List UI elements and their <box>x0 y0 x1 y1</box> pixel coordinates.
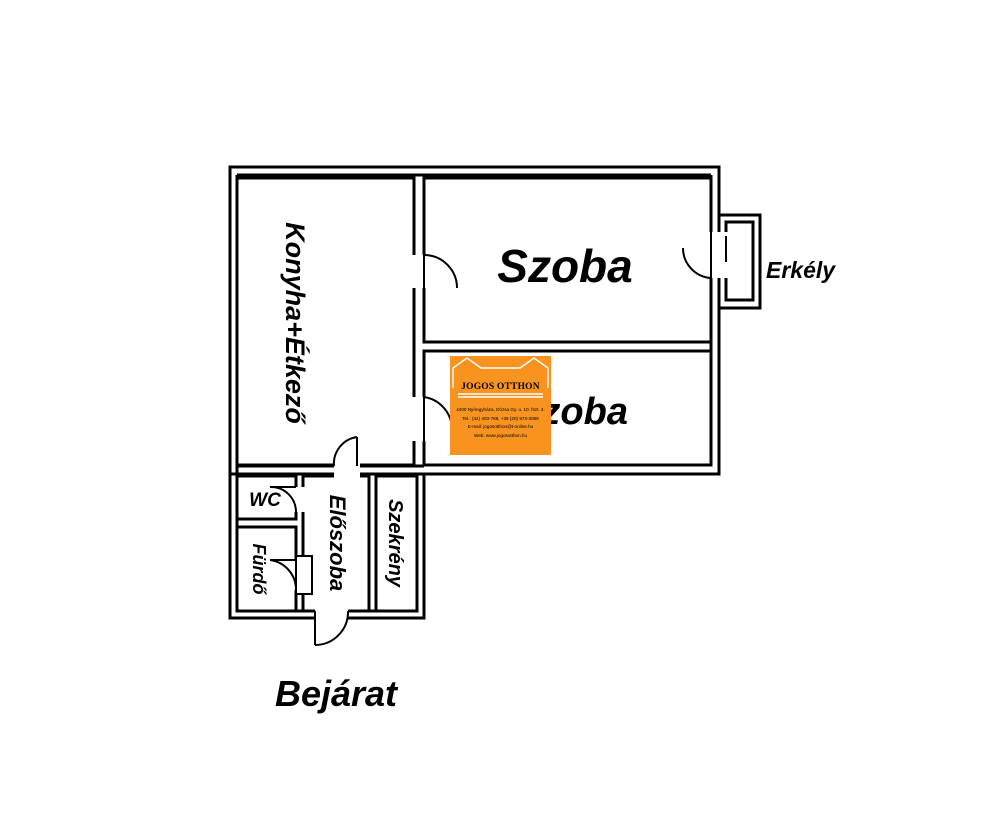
door-gap-entrance <box>315 608 348 620</box>
door-gap-kitchen-room1 <box>412 255 426 288</box>
door-swing-room2 <box>423 396 454 441</box>
door-swing-hall <box>332 436 358 467</box>
label-erkely: Erkély <box>766 257 836 283</box>
door-swing-room1 <box>423 254 458 289</box>
balcony-inner <box>724 220 755 302</box>
door-gap-kitchen-room2 <box>412 397 426 441</box>
outer-wall-main <box>228 165 721 476</box>
label-konyha: Konyha+Étkező <box>280 222 311 425</box>
wardrobe-wall <box>374 474 419 613</box>
logo-phone: Tel.: (42) 403-789, +36 (20) 973-3069 <box>462 415 539 421</box>
logo-email: E-mail: jogosotthon@t-online.hu <box>467 424 534 430</box>
kitchen-wall <box>235 176 416 467</box>
logo-address: 4400 Nyíregyháza, Dózsa Gy. u. 10. fszt.… <box>456 407 545 412</box>
door-gap-hall-top <box>334 463 360 479</box>
door-leaf-bath <box>295 555 313 595</box>
door-gap-wc <box>294 487 305 512</box>
label-szekreny: Szekrény <box>384 499 406 588</box>
label-bejarat: Bejárat <box>275 673 399 714</box>
house-outline-icon <box>452 357 549 398</box>
logo-title: JOGOS OTTHON <box>461 382 540 392</box>
door-swing-room1-balcony <box>681 232 712 279</box>
door-swing-bath <box>269 559 298 591</box>
logo-contact: 4400 Nyíregyháza, Dózsa Gy. u. 10. fszt.… <box>452 406 549 440</box>
label-szoba-1: Szoba <box>497 240 632 292</box>
label-eloszoba: Előszoba <box>325 495 350 592</box>
label-furdo: Fürdő <box>249 544 269 596</box>
logo-web: Web: www.jogosotthon.hu <box>473 432 528 438</box>
agency-logo: JOGOS OTTHON 4400 Nyíregyháza, Dózsa Gy.… <box>450 356 551 455</box>
door-gap-room1-balcony <box>709 232 728 278</box>
door-swing-entrance <box>314 610 350 646</box>
door-swing-wc <box>269 485 297 513</box>
label-wc: WC <box>249 490 281 511</box>
